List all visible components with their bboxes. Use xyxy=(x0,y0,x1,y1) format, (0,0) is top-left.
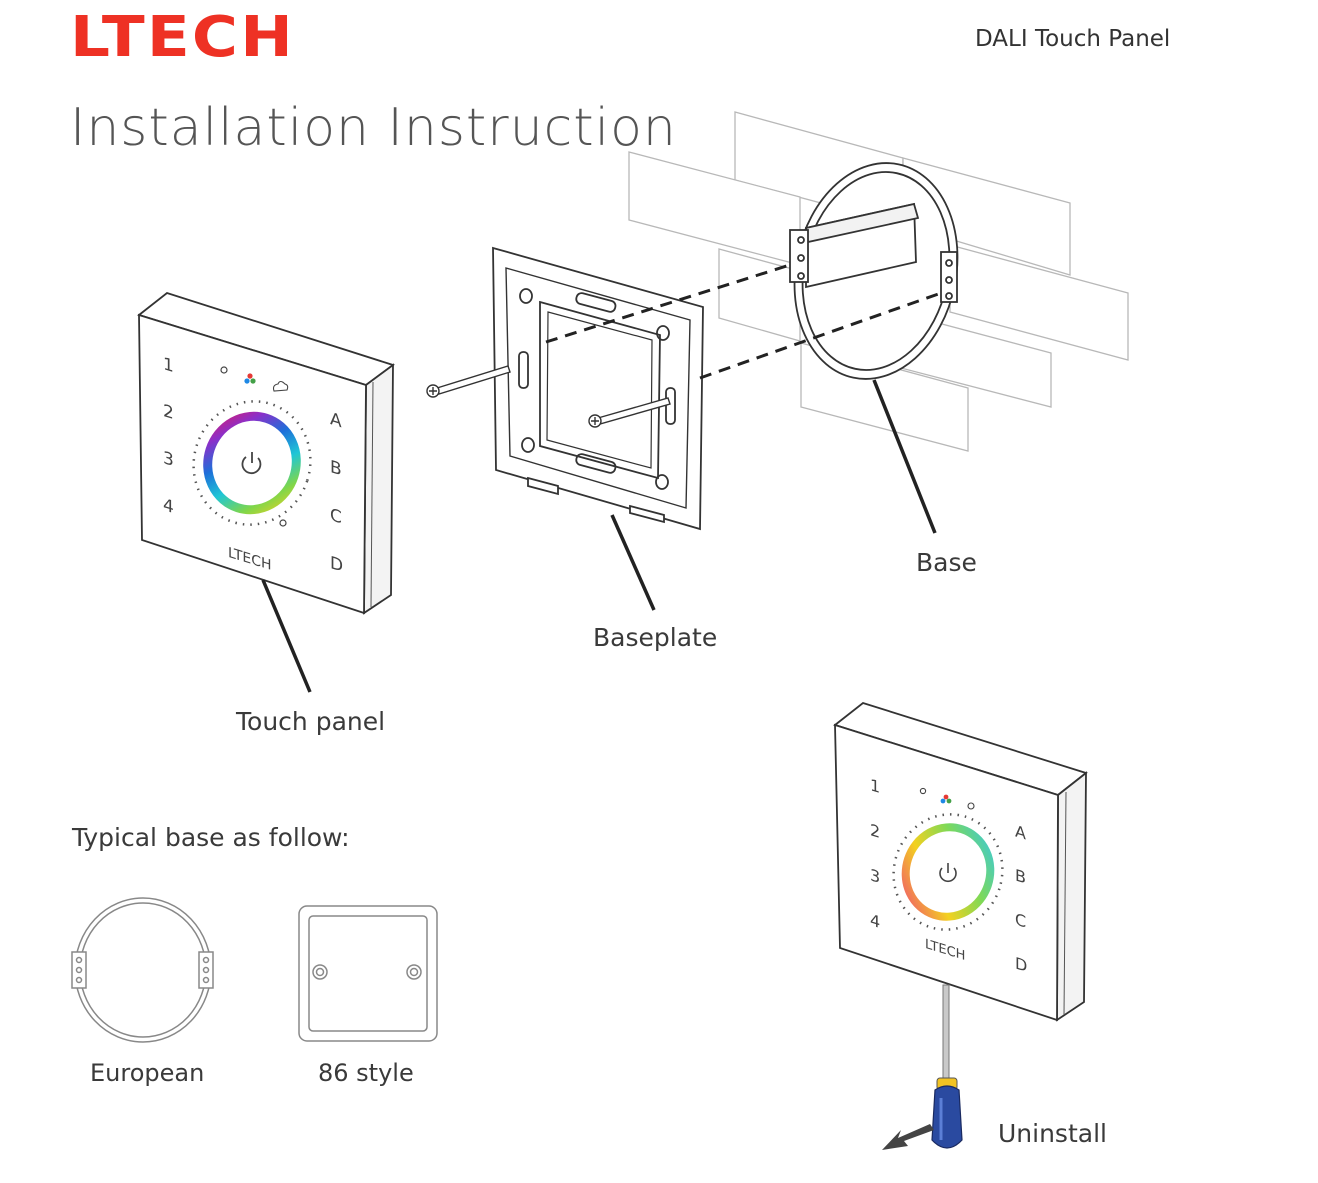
typical-base-heading: Typical base as follow: xyxy=(72,823,350,852)
base-label: Base xyxy=(916,548,977,577)
baseplate-label: Baseplate xyxy=(593,623,718,652)
86-style-base-icon xyxy=(298,905,438,1042)
zone-3-b[interactable]: 3 xyxy=(870,865,880,887)
page-title: Installation Instruction xyxy=(70,98,677,158)
european-base xyxy=(789,162,959,380)
uninstall-panel: 1 2 3 4 A B C D LTECH xyxy=(833,701,1088,1022)
zone-1[interactable]: 1 xyxy=(163,354,174,377)
zone-2[interactable]: 2 xyxy=(163,401,174,424)
group-d-b[interactable]: D xyxy=(1015,954,1027,976)
zone-2-b[interactable]: 2 xyxy=(870,820,880,842)
baseplate xyxy=(492,246,704,531)
touch-panel-label: Touch panel xyxy=(236,707,386,736)
cloud-icon xyxy=(272,380,289,392)
zone-1-b[interactable]: 1 xyxy=(870,775,880,797)
alignment-lines xyxy=(545,262,945,380)
zone-3[interactable]: 3 xyxy=(163,448,174,471)
leader-touch xyxy=(261,579,312,693)
group-b[interactable]: B xyxy=(330,457,342,480)
european-label: European xyxy=(90,1059,205,1087)
uninstall-label: Uninstall xyxy=(998,1119,1107,1148)
leader-baseplate xyxy=(610,514,656,611)
sun-icon xyxy=(220,366,228,374)
group-a-b[interactable]: A xyxy=(1015,822,1027,844)
leader-base xyxy=(872,379,937,534)
zone-4-b[interactable]: 4 xyxy=(870,910,880,932)
power-icon xyxy=(241,456,262,475)
86-style-label: 86 style xyxy=(318,1059,414,1087)
group-c-b[interactable]: C xyxy=(1015,910,1026,932)
group-d[interactable]: D xyxy=(330,553,343,577)
screwdriver-icon xyxy=(882,984,963,1150)
document-title: DALI Touch Panel xyxy=(975,26,1171,52)
group-c[interactable]: C xyxy=(330,505,342,528)
ltech-logo: LTECH xyxy=(70,5,295,70)
group-a[interactable]: A xyxy=(330,409,342,432)
european-base-icon xyxy=(71,897,214,1043)
power-icon-2 xyxy=(939,867,957,883)
touch-panel: 1 2 3 4 A B C D LTECH xyxy=(137,291,395,615)
screws xyxy=(426,365,671,428)
group-b-b[interactable]: B xyxy=(1015,866,1026,888)
zone-4[interactable]: 4 xyxy=(163,495,174,518)
